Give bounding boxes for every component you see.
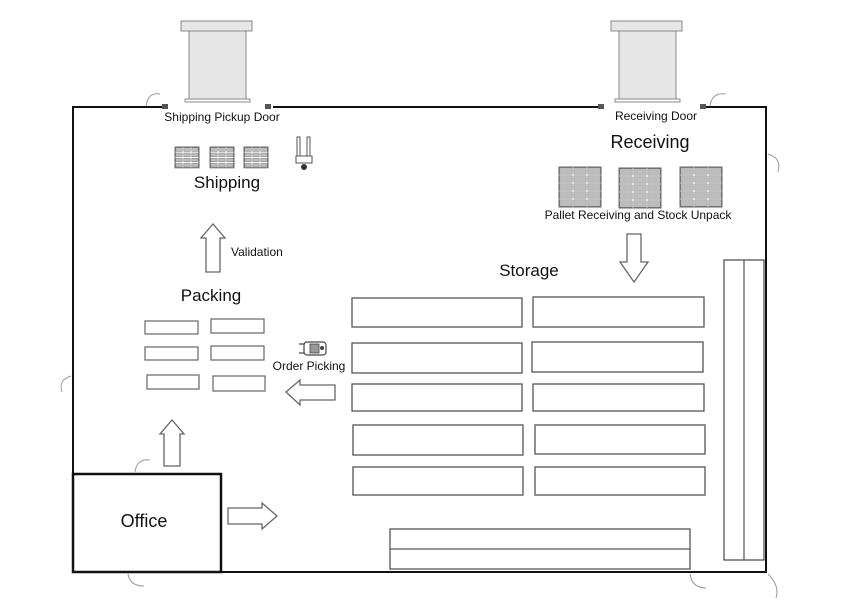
arrow-office-to-storage — [227, 501, 278, 531]
storage-rack — [534, 424, 706, 455]
arrow-storage-to-packing — [285, 378, 336, 407]
storage-rack — [531, 341, 704, 373]
storage-rack — [352, 424, 524, 456]
storage-rack — [351, 342, 523, 374]
shipping-label: Shipping — [194, 173, 260, 192]
packing-label: Packing — [181, 286, 241, 305]
packing-table — [144, 320, 199, 335]
pallet — [558, 166, 602, 208]
arrow-packing-to-shipping — [199, 223, 227, 273]
pallet — [618, 167, 662, 209]
storage-rack — [534, 466, 706, 496]
forklift-icon — [295, 136, 313, 170]
pallet — [243, 146, 269, 169]
storage-rack — [532, 383, 705, 412]
order-picking-label: Order Picking — [273, 359, 346, 373]
storage-rack — [352, 466, 524, 496]
packing-table — [146, 374, 200, 390]
receiving-truck — [610, 20, 683, 103]
storage-rack — [351, 383, 523, 412]
shipping-truck — [180, 20, 253, 103]
packing-table — [144, 346, 199, 361]
packing-table — [210, 345, 265, 361]
receiving-label: Receiving — [610, 132, 689, 152]
packing-table — [212, 375, 266, 392]
pallet-receiving-label: Pallet Receiving and Stock Unpack — [545, 208, 733, 222]
order-picker-icon — [299, 341, 327, 356]
receiving-pallets — [558, 166, 723, 209]
storage-label: Storage — [499, 261, 559, 280]
storage-rack — [351, 297, 523, 328]
door-swing-marks — [60, 93, 780, 599]
shipping-pickup-door-label: Shipping Pickup Door — [164, 110, 279, 124]
pallet — [174, 146, 200, 169]
office-room — [71, 472, 223, 574]
warehouse-outer-wall — [72, 106, 767, 573]
packing-tables — [144, 318, 266, 392]
office-label: Office — [121, 511, 168, 531]
storage-rack — [532, 296, 705, 328]
validation-label: Validation — [231, 245, 283, 259]
arrow-receiving-to-storage — [618, 233, 650, 284]
arrow-office-to-packing — [158, 419, 186, 467]
shipping-pallets — [174, 146, 269, 169]
receiving-door — [598, 104, 706, 110]
shipping-pickup-door — [162, 104, 273, 110]
pallet — [209, 146, 235, 169]
storage-racks — [351, 259, 765, 570]
pallet — [679, 166, 723, 208]
packing-table — [210, 318, 265, 334]
receiving-door-label: Receiving Door — [615, 109, 697, 123]
